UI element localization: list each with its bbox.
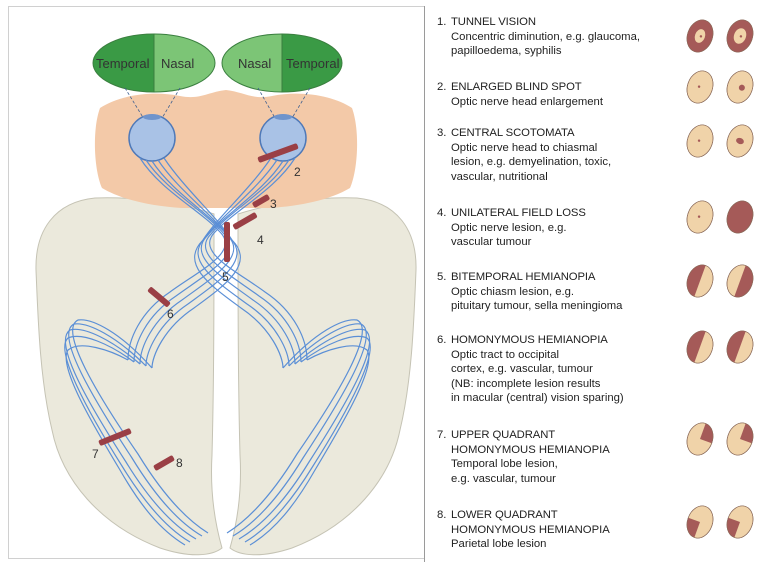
left-field-temporal-label: Temporal — [96, 56, 150, 71]
legend-description: Optic nerve head enlargement — [426, 95, 676, 110]
legend-number: 4. — [437, 206, 446, 221]
lesion-label-8: 8 — [176, 456, 183, 470]
legend-number: 6. — [437, 333, 446, 348]
legend-title: LOWER QUADRANT — [426, 508, 676, 523]
visual-pathway-diagram: Temporal Nasal Nasal Temporal 2 3 4 5 6 … — [0, 0, 424, 562]
legend-icons-7 — [678, 420, 764, 460]
legend-description: Optic tract to occipital cortex, e.g. va… — [426, 348, 676, 406]
lesion-marker-5 — [224, 222, 230, 262]
left-field-nasal-label: Nasal — [161, 56, 194, 71]
visual-field-defect-legend: 1. TUNNEL VISION Concentric diminution, … — [426, 0, 765, 562]
legend-number: 5. — [437, 270, 446, 285]
visual-field-normal-dot-icon — [684, 68, 718, 108]
legend-title: CENTRAL SCOTOMATA — [426, 126, 676, 141]
lesion-label-6: 6 — [167, 307, 174, 321]
legend-description: Optic nerve lesion, e.g. vascular tumour — [426, 221, 676, 250]
legend-description: HOMONYMOUS HEMIANOPIA Parietal lobe lesi… — [426, 523, 676, 552]
legend-icons-1 — [678, 17, 764, 57]
legend-icons-8 — [678, 503, 764, 543]
legend-title: UNILATERAL FIELD LOSS — [426, 206, 676, 221]
visual-field-normal-dot-icon — [684, 198, 718, 238]
legend-entry-3: 3. CENTRAL SCOTOMATA Optic nerve head to… — [426, 126, 676, 184]
visual-field-tunnel-right-icon — [724, 17, 758, 57]
legend-number: 8. — [437, 508, 446, 523]
legend-icons-2 — [678, 68, 764, 108]
visual-field-total-loss-icon — [724, 198, 758, 238]
lesion-label-3: 3 — [270, 197, 277, 211]
visual-field-lower-left-quadrant-icon — [684, 503, 718, 543]
visual-field-left-half-loss-icon — [684, 328, 718, 368]
legend-title: HOMONYMOUS HEMIANOPIA — [426, 333, 676, 348]
legend-title: TUNNEL VISION — [426, 15, 676, 30]
legend-entry-7: 7. UPPER QUADRANT HOMONYMOUS HEMIANOPIA … — [426, 428, 676, 486]
brain-right-hemisphere — [230, 198, 416, 555]
legend-entry-2: 2. ENLARGED BLIND SPOT Optic nerve head … — [426, 80, 676, 109]
panel-divider — [424, 6, 425, 562]
visual-field-tunnel-left-icon — [684, 17, 718, 57]
lesion-label-4: 4 — [257, 233, 264, 247]
visual-field-upper-right-quadrant-icon — [724, 420, 758, 460]
legend-icons-6 — [678, 328, 764, 368]
legend-number: 7. — [437, 428, 446, 443]
left-eye — [129, 114, 175, 161]
legend-title: UPPER QUADRANT — [426, 428, 676, 443]
legend-entry-1: 1. TUNNEL VISION Concentric diminution, … — [426, 15, 676, 59]
brain-left-hemisphere — [36, 198, 222, 555]
legend-description: Concentric diminution, e.g. glaucoma, pa… — [426, 30, 676, 59]
lesion-label-5: 5 — [222, 270, 229, 284]
visual-field-right-half-loss-icon — [724, 262, 758, 302]
legend-icons-3 — [678, 122, 764, 162]
legend-entry-6: 6. HOMONYMOUS HEMIANOPIA Optic tract to … — [426, 333, 676, 406]
legend-description: HOMONYMOUS HEMIANOPIA Temporal lobe lesi… — [426, 443, 676, 487]
legend-description: Optic nerve head to chiasmal lesion, e.g… — [426, 141, 676, 185]
legend-description: Optic chiasm lesion, e.g. pituitary tumo… — [426, 285, 676, 314]
legend-number: 2. — [437, 80, 446, 95]
visual-field-left-half-loss-icon — [684, 262, 718, 302]
lesion-label-7: 7 — [92, 447, 99, 461]
right-field-temporal-label: Temporal — [286, 56, 340, 71]
visual-field-normal-dot-icon — [684, 122, 718, 162]
legend-number: 3. — [437, 126, 446, 141]
visual-field-central-scotoma-icon — [724, 122, 758, 162]
legend-entry-4: 4. UNILATERAL FIELD LOSS Optic nerve les… — [426, 206, 676, 250]
visual-field-upper-right-quadrant-icon — [684, 420, 718, 460]
legend-icons-5 — [678, 262, 764, 302]
legend-title: ENLARGED BLIND SPOT — [426, 80, 676, 95]
legend-number: 1. — [437, 15, 446, 30]
lesion-label-2: 2 — [294, 165, 301, 179]
legend-entry-8: 8. LOWER QUADRANT HOMONYMOUS HEMIANOPIA … — [426, 508, 676, 552]
right-field-nasal-label: Nasal — [238, 56, 271, 71]
visual-field-lower-left-quadrant-icon — [724, 503, 758, 543]
visual-field-enlarged-spot-icon — [724, 68, 758, 108]
legend-icons-4 — [678, 198, 764, 238]
legend-title: BITEMPORAL HEMIANOPIA — [426, 270, 676, 285]
visual-field-left-half-loss-icon — [724, 328, 758, 368]
legend-entry-5: 5. BITEMPORAL HEMIANOPIA Optic chiasm le… — [426, 270, 676, 314]
